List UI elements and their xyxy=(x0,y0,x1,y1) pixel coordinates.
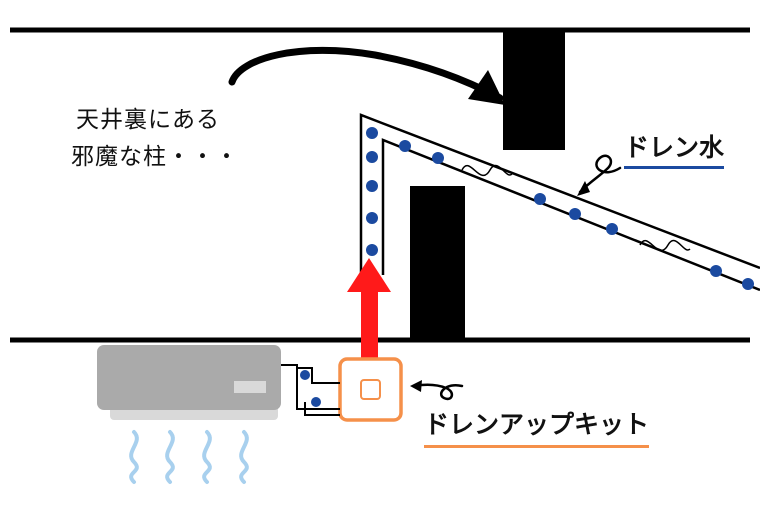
water-dot xyxy=(366,151,378,163)
drain-water-pointer-head xyxy=(577,181,590,196)
water-dot xyxy=(399,140,411,152)
water-dot xyxy=(366,127,378,139)
airflow-line xyxy=(165,430,175,484)
ac-unit-body xyxy=(97,345,281,410)
connector-pipe-upper xyxy=(297,367,340,384)
curved-pointer-arrowhead xyxy=(468,70,505,105)
water-dot xyxy=(606,223,618,235)
kit-pointer-head xyxy=(410,380,422,392)
pump-up-arrow-head xyxy=(347,258,391,292)
water-dot xyxy=(569,208,581,220)
connector-water-dot xyxy=(311,397,321,407)
water-dot xyxy=(366,180,378,192)
water-dot xyxy=(742,278,754,290)
airflow-line xyxy=(202,430,212,484)
water-dot xyxy=(366,212,378,224)
pump-up-arrow-shaft xyxy=(361,288,378,360)
water-dot xyxy=(710,265,722,277)
airflow-line xyxy=(239,430,249,484)
airflow-line xyxy=(129,430,139,484)
curved-pointer-arrow xyxy=(228,46,504,102)
connector-water-dot xyxy=(300,370,310,380)
obstacle-label-line2: 邪魔な柱・・・ xyxy=(71,144,239,170)
water-dots xyxy=(366,127,754,290)
drain-up-kit-label: ドレンアップキット xyxy=(424,405,650,448)
kit-pointer xyxy=(412,383,464,401)
drain-pipe-outer xyxy=(359,113,760,275)
lower-pillar xyxy=(410,186,465,340)
airflow-lines xyxy=(129,430,249,484)
obstacle-label-line1: 天井裏にある xyxy=(76,107,220,133)
ac-unit-panel xyxy=(234,381,266,393)
drain-water-pointer xyxy=(578,154,622,194)
water-dot xyxy=(366,244,378,256)
water-dot xyxy=(534,193,546,205)
drain-pipe-inner xyxy=(381,138,760,292)
upper-pillar xyxy=(503,30,565,150)
drain-up-kit-inner-square xyxy=(360,379,381,400)
connector-pipe-lower xyxy=(304,402,340,416)
flow-squiggle xyxy=(639,239,691,252)
connector-pipe-outer xyxy=(281,364,340,410)
flow-squiggle xyxy=(461,164,513,177)
drain-water-label: ドレン水 xyxy=(624,128,725,169)
water-dot xyxy=(432,152,444,164)
